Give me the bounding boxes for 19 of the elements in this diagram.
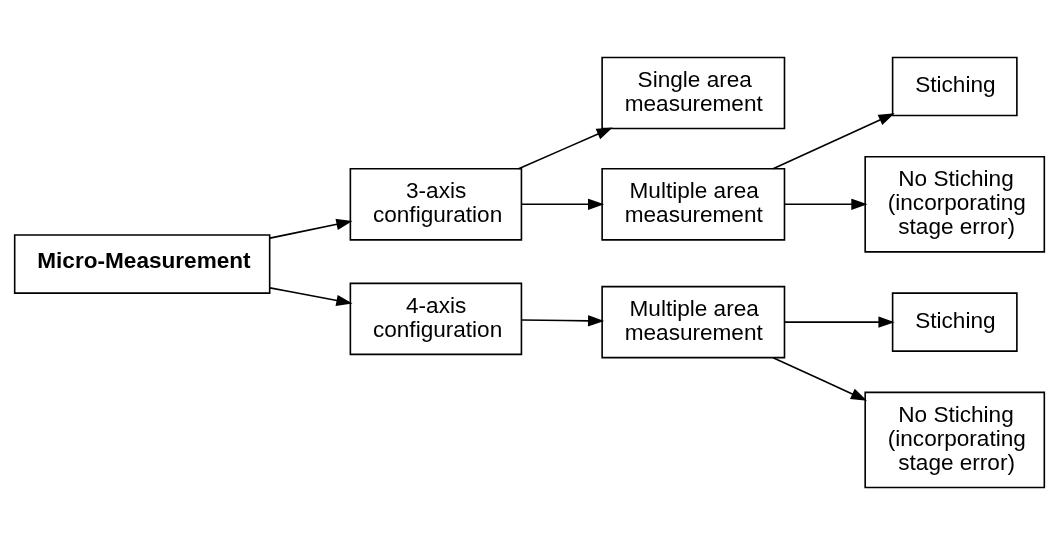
arrow [269, 218, 353, 239]
node-box: Multiple area measurement [601, 168, 786, 241]
node-box: Single area measurement [601, 56, 786, 130]
arrow [269, 287, 353, 306]
node-box: Micro-Measurement [13, 234, 271, 294]
arrow [783, 198, 868, 210]
node-box: No Stiching (incorporating stage error) [864, 391, 1046, 489]
arrow [520, 315, 605, 327]
arrow [783, 316, 895, 328]
arrow [517, 127, 613, 170]
node-box: Stiching [891, 56, 1018, 117]
arrow [772, 357, 868, 401]
node-box: 4-axis configuration [349, 282, 523, 356]
node-box: 3-axis configuration [349, 168, 523, 241]
node-box: Stiching [891, 292, 1018, 352]
arrow [772, 113, 895, 170]
arrow [520, 198, 605, 210]
node-box: No Stiching (incorporating stage error) [864, 155, 1046, 253]
node-box: Multiple area measurement [601, 285, 786, 359]
